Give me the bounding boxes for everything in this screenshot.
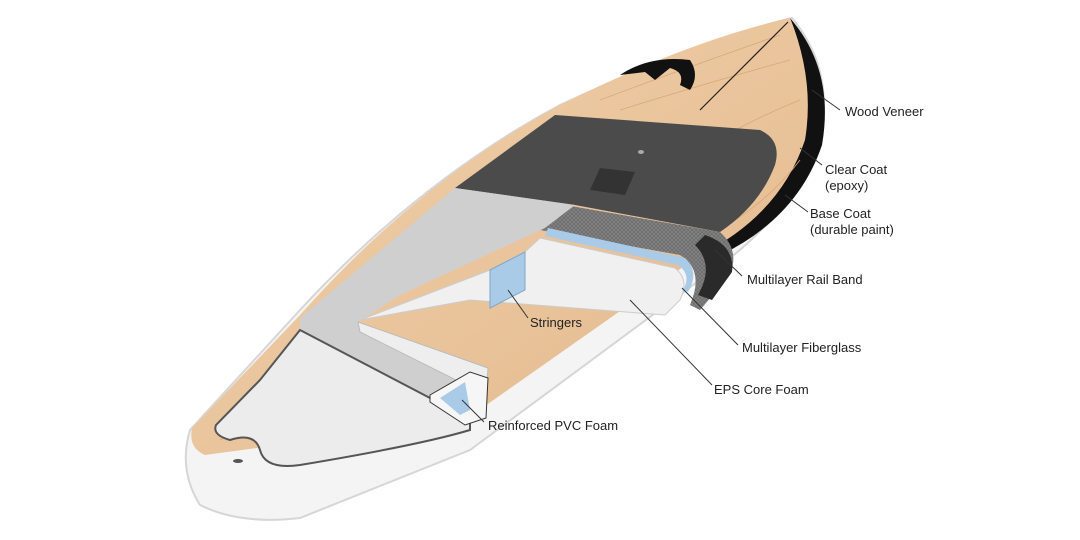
fin-plug-icon [233,459,243,463]
rail-band-cut [695,235,733,300]
fiberglass-layers [540,205,734,310]
label-base-coat: Base Coat [810,206,871,221]
base-coat-rail [690,18,825,262]
label-stringers: Stringers [530,315,583,330]
light-traction-pad [300,188,575,398]
handle-recess [590,168,635,195]
label-rail-band: Multilayer Rail Band [747,272,863,287]
leader-lines [461,89,841,423]
label-eps-core: EPS Core Foam [714,382,809,397]
pvc-foam-core [440,382,470,415]
label-wood-veneer: Wood Veneer [845,104,924,119]
label-clear-coat-sub: (epoxy) [825,178,868,193]
tail-traction-pad [214,328,471,467]
stringer [489,251,526,309]
inner-stringer-layer [545,228,694,292]
label-fiberglass: Multilayer Fiberglass [742,340,862,355]
label-pvc-foam: Reinforced PVC Foam [488,418,618,433]
label-clear-coat: Clear Coat [825,162,888,177]
pad-screw-icon [638,150,644,154]
center-line [699,21,789,111]
brand-logo-icon [620,59,695,90]
label-base-coat-sub: (durable paint) [810,222,894,237]
